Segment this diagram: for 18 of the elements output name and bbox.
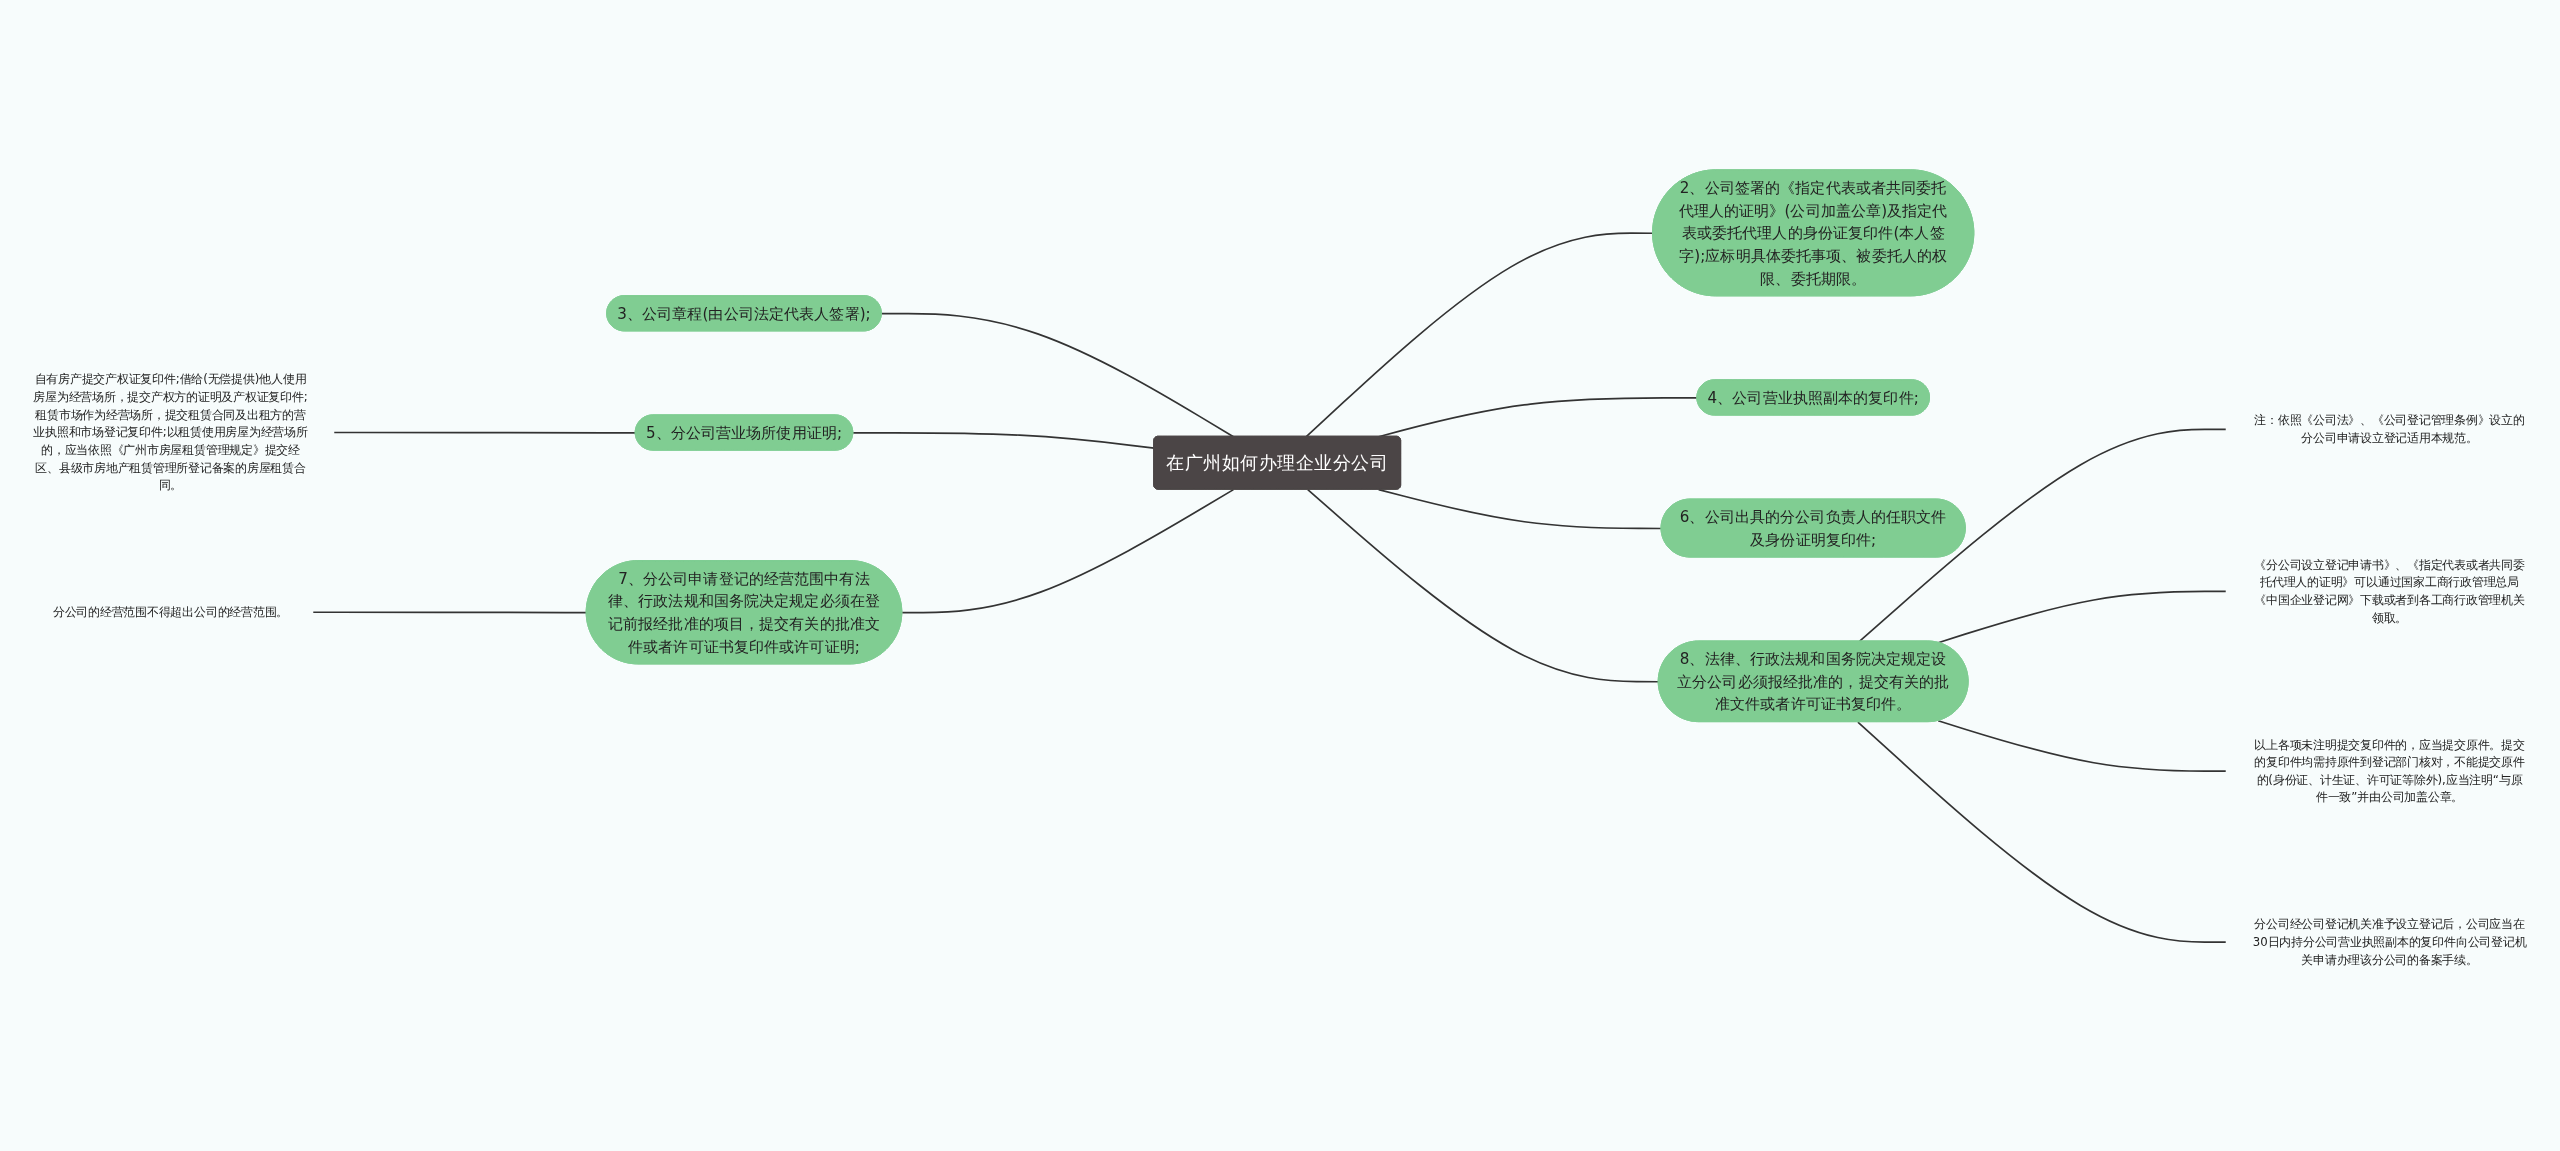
node-text: 《分公司设立登记申请书》、《指定代表或者共同委托代理人的证明》可以通过国家工商行政管理总局《中国企业登记网》下载或者到各工商行政管理机关领取。 bbox=[2254, 557, 2525, 625]
connector bbox=[333, 431, 637, 434]
node-text: 以上各项未注明提交复印件的，应当提交原件。提交的复印件均需持原件到登记部门核对，不能提交原件的(身份证、计生证、许可证等除外),应当注明“与原件一致”并由公司加盖公章。 bbox=[2254, 737, 2525, 804]
node-text: 分公司经公司登记机关准予设立登记后，公司应当在30日内持分公司营业执照副本的复印件向公司登记机关申请办理该分公司的备案手续。 bbox=[2252, 917, 2527, 967]
connector bbox=[901, 488, 1235, 614]
connector bbox=[1306, 488, 1660, 683]
connector bbox=[880, 312, 1235, 438]
connector bbox=[1937, 590, 2227, 644]
connector bbox=[1305, 232, 1654, 438]
node-text: 自有房产提交产权证复印件;借给(无偿提供)他人使用房屋为经营场所，提交产权方的证明及产权证复印件;租赁市场作为经营场所，提交租赁合同及出租方的营业执照和市场登记复印件;以租赁使用房屋为经营场所的，应当依照《广州市房屋租赁管理规定》提交经区、县级市房地产租赁管理所登记备案的房屋租赁合同。 bbox=[33, 372, 308, 492]
connector bbox=[1937, 719, 2227, 773]
connector bbox=[1377, 488, 1663, 530]
connector bbox=[852, 432, 1155, 450]
connector bbox=[1857, 721, 2227, 943]
node-text: 注：依照《公司法》、《公司登记管理条例》设立的分公司申请设立登记适用本规范。 bbox=[2254, 413, 2525, 445]
node-text: 分公司的经营范围不得超出公司的经营范围。 bbox=[52, 605, 289, 619]
connector bbox=[312, 611, 588, 614]
connector bbox=[1858, 428, 2227, 643]
